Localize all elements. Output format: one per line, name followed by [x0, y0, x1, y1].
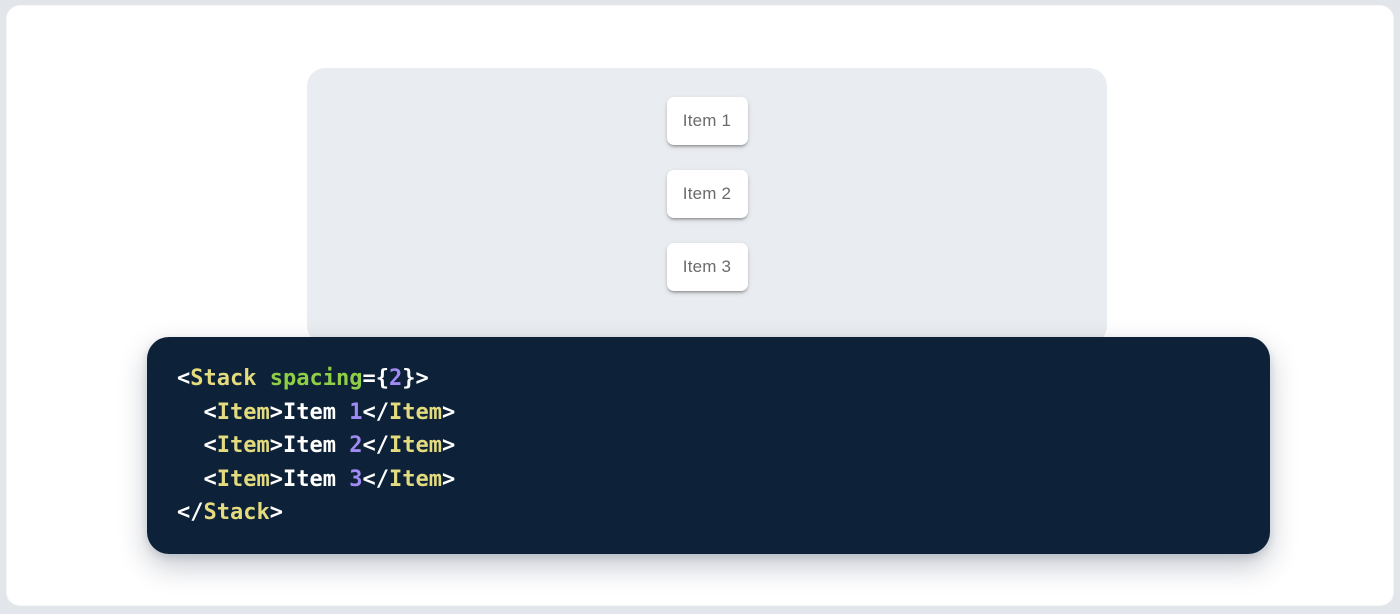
code-token-tag: Item [216, 399, 270, 425]
code-token-number: 2 [388, 366, 403, 391]
code-token-plain [177, 467, 204, 492]
code-token-punct: } [402, 366, 416, 391]
code-token-punct: </ [362, 433, 389, 458]
code-token-tag: Item [388, 399, 442, 425]
code-token-punct: < [203, 399, 217, 425]
code-token-punct: </ [362, 466, 389, 492]
code-token-tag: Item [216, 433, 270, 458]
code-token-number: 3 [349, 466, 363, 492]
code-token-tag: Stack [203, 500, 270, 525]
code-token-punct: > [269, 466, 283, 492]
code-token-tag: Stack [190, 366, 257, 391]
code-token-punct: > [441, 399, 456, 425]
code-token-punct: > [441, 466, 456, 492]
demo-panel: Item 1 Item 2 Item 3 [307, 68, 1107, 344]
code-line: <Item>Item 2</Item> [177, 429, 1240, 463]
code-token-plain: Item [282, 466, 350, 492]
code-token-punct: > [269, 433, 283, 458]
code-line: <Stack spacing={2}> [177, 362, 1240, 396]
code-line: <Item>Item 1</Item> [177, 396, 1240, 430]
item-stack: Item 1 Item 2 Item 3 [307, 68, 1107, 291]
code-token-number: 1 [349, 399, 363, 425]
code-token-punct: > [269, 500, 283, 525]
code-token-punct: < [177, 366, 191, 391]
code-content: <Stack spacing={2}> <Item>Item 1</Item> … [177, 362, 1240, 530]
stack-item-card: Item 2 [666, 170, 748, 218]
code-line: <Item>Item 3</Item> [177, 463, 1240, 497]
code-line: </Stack> [177, 496, 1240, 530]
stack-item-card: Item 1 [666, 97, 748, 145]
code-token-punct: </ [177, 500, 204, 525]
code-token-plain: Item [282, 399, 350, 425]
code-token-punct: </ [362, 399, 389, 425]
code-token-attr: spacing [269, 366, 363, 391]
code-token-tag: Item [388, 433, 442, 458]
code-token-punct: { [375, 366, 389, 391]
code-token-plain [177, 400, 204, 425]
code-token-punct: = [362, 366, 376, 391]
code-token-punct: < [203, 433, 217, 458]
code-token-plain [177, 433, 204, 458]
stack-item-card: Item 3 [666, 243, 748, 291]
code-token-number: 2 [349, 433, 363, 458]
code-token-tag: Item [388, 466, 442, 492]
code-token-punct: > [441, 433, 456, 458]
code-block: <Stack spacing={2}> <Item>Item 1</Item> … [147, 337, 1270, 554]
code-token-tag: Item [216, 466, 270, 492]
code-token-plain: Item [282, 433, 350, 458]
code-token-punct: > [415, 366, 429, 391]
code-token-punct: > [269, 399, 283, 425]
code-token-plain [256, 366, 269, 391]
code-token-punct: < [203, 466, 217, 492]
